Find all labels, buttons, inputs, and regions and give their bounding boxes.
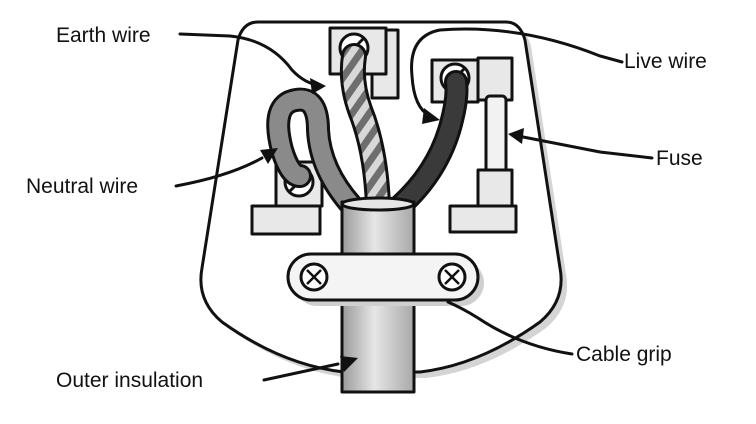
grip-left-screw-icon [299,262,329,292]
live-wire-label: Live wire [624,50,707,73]
earth-wire-leader [178,32,326,94]
fuse-label: Fuse [656,147,703,170]
live-wire [388,70,469,218]
cable-grip-leader [446,300,574,356]
grip-right-screw-icon [437,262,467,292]
live-wire-leader [410,27,624,124]
neutral-wire [266,87,364,218]
outer-insulation-leader [262,356,358,382]
neutral-wire-leader [174,148,278,188]
neutral-wire-label: Neutral wire [26,175,138,198]
leader-lines [174,27,654,382]
cable-grip [286,252,484,306]
fuse [448,56,518,234]
fuse-leader [508,128,654,160]
earth-wire [339,43,391,219]
outer-insulation-label: Outer insulation [56,369,203,392]
earth-wire-label: Earth wire [56,24,151,47]
cable-grip-label: Cable grip [576,343,672,366]
